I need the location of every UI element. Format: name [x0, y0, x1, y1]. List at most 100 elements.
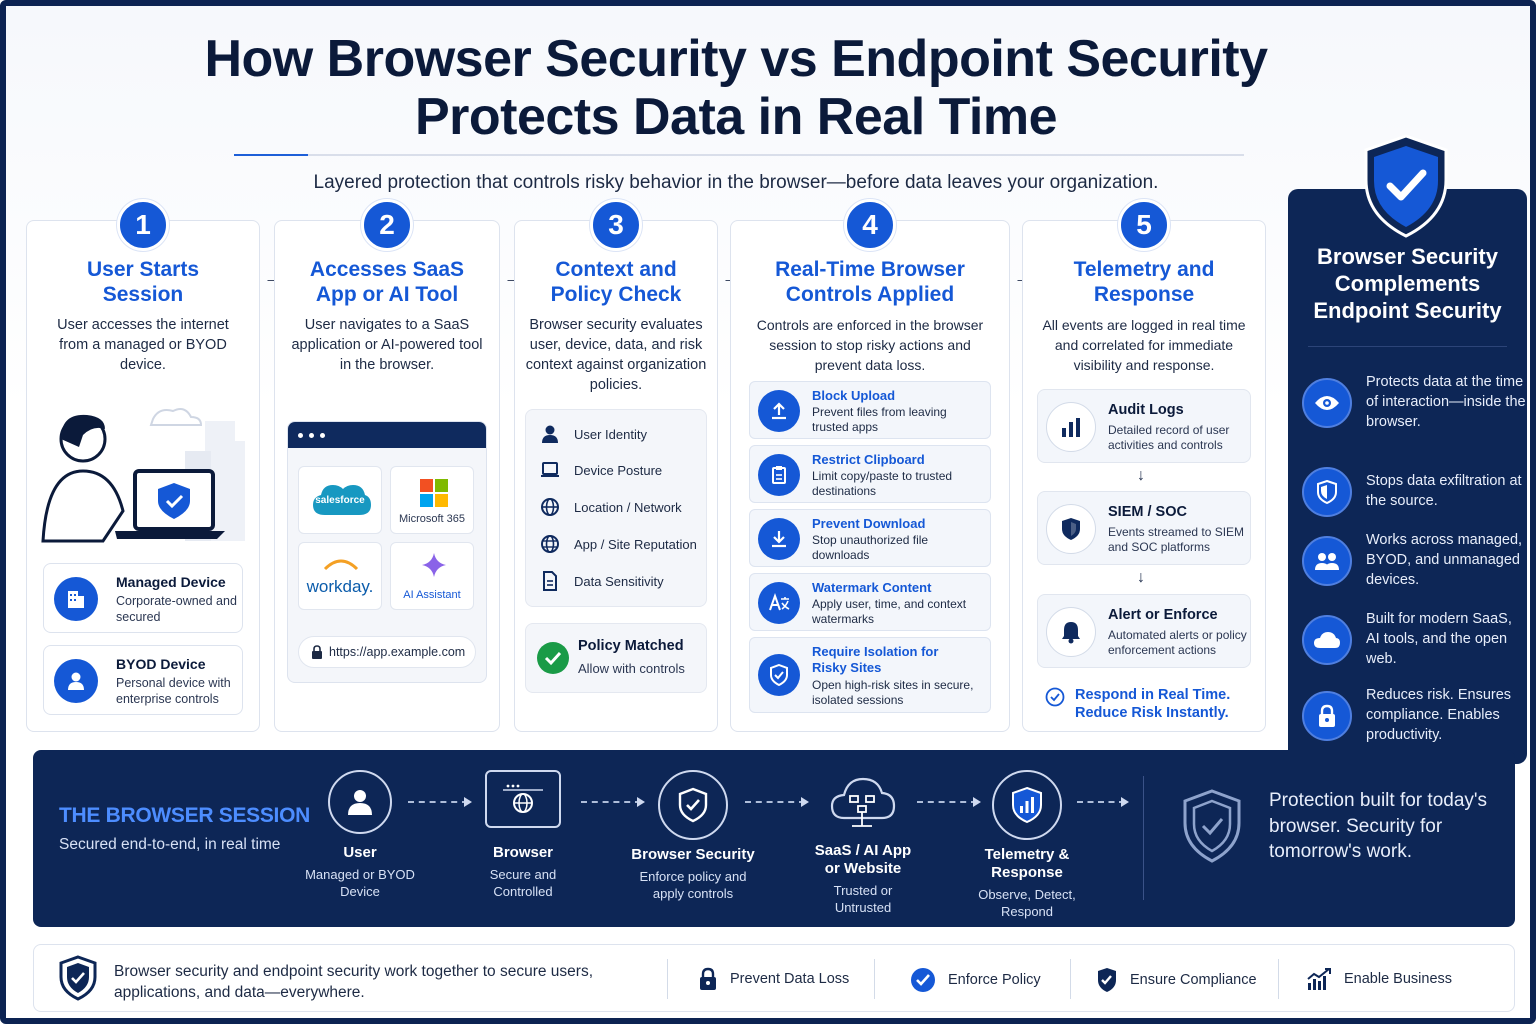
step-number: 2 — [361, 199, 413, 251]
app-tile-microsoft-365[interactable]: Microsoft 365 — [390, 466, 474, 534]
step-description: Controls are enforced in the browser ses… — [756, 317, 984, 373]
step-title-line: Policy Check — [550, 283, 682, 306]
footer-text: Browser security and endpoint security w… — [114, 963, 594, 1001]
panel-item-text: Works across managed, BYOD, and unmanage… — [1366, 532, 1523, 588]
policy-matched-card: Policy Matched Allow with controls — [525, 623, 707, 693]
device-desc: Personal device with enterprise controls — [116, 676, 231, 706]
users-icon — [1302, 536, 1352, 586]
step-3-card: 3 Context and Policy Check Browser secur… — [514, 199, 718, 732]
telemetry-desc: Automated alerts or policy enforcement a… — [1108, 628, 1247, 657]
flow-title: SaaS / AI App or Website — [783, 842, 943, 878]
cloud-app-icon — [823, 770, 903, 834]
control-watermark-content: Watermark Content Apply user, time, and … — [749, 573, 991, 631]
url-bar[interactable]: https://app.example.com — [298, 636, 476, 668]
flow-step-user: User Managed or BYOD Device — [280, 770, 440, 900]
app-label: Microsoft 365 — [398, 513, 466, 525]
flow-arrow — [1077, 797, 1129, 807]
step-title-line: User Starts — [86, 258, 200, 281]
app-tile-salesforce[interactable]: salesforce — [298, 466, 382, 534]
check-label: Device Posture — [574, 462, 663, 478]
arrow-down-icon: ↓ — [1137, 569, 1145, 586]
telemetry-audit-logs: Audit Logs Detailed record of user activ… — [1037, 389, 1251, 463]
check-circle-icon — [1045, 687, 1065, 707]
flow-desc: Secure and Controlled — [489, 867, 557, 899]
cta-line: Respond in Real Time. — [1075, 687, 1231, 703]
check-label: Data Sensitivity — [574, 573, 664, 589]
complements-panel: Browser Security Complements Endpoint Se… — [1288, 189, 1527, 764]
band-title: THE BROWSER SESSION — [59, 804, 310, 827]
app-label: salesforce — [315, 495, 365, 506]
shield-check-icon — [59, 955, 97, 1001]
footer-item-prevent-data-loss: Prevent Data Loss — [698, 967, 849, 991]
flow-title-text: SaaS / AI App or Website — [814, 842, 912, 877]
control-title: Restrict Clipboard — [812, 452, 925, 467]
flow-title: Browser — [492, 844, 554, 861]
step-title: Context and Policy Check — [523, 257, 709, 307]
control-title: Require Isolation for Risky Sites — [812, 644, 939, 675]
control-title: Watermark Content — [812, 580, 932, 595]
control-desc: Apply user, time, and context watermarks — [812, 597, 967, 626]
control-desc: Open high-risk sites in secure, isolated… — [812, 678, 974, 707]
control-title: Block Upload — [812, 388, 896, 403]
clipboard-icon — [758, 454, 800, 496]
arrow-down-icon: ↓ — [1137, 467, 1145, 484]
browser-session-band: THE BROWSER SESSION Secured end-to-end, … — [33, 750, 1515, 927]
footer-item-label: Ensure Compliance — [1130, 972, 1257, 988]
control-require-isolation: Require Isolation for Risky Sites Open h… — [749, 637, 991, 713]
panel-title-line: Endpoint Security — [1313, 298, 1502, 323]
check-location-network: Location / Network — [540, 497, 682, 517]
panel-item: Works across managed, BYOD, and unmanage… — [1302, 530, 1522, 600]
step-title-line: Response — [1093, 283, 1195, 306]
flow-step-browser: Browser Secure and Controlled — [443, 770, 603, 900]
bar-chart-icon — [1046, 402, 1096, 452]
step-4-card: 4 Real-Time Browser Controls Applied Con… — [730, 199, 1010, 732]
control-desc: Prevent files from leaving trusted apps — [812, 405, 947, 434]
telemetry-title: Alert or Enforce — [1108, 607, 1218, 623]
lock-icon — [312, 645, 322, 659]
browser-titlebar — [288, 422, 486, 448]
policy-title: Policy Matched — [578, 638, 684, 654]
title-line-2: Protects Data in Real Time — [414, 88, 1058, 146]
step-title: Accesses SaaS App or AI Tool — [283, 257, 491, 307]
workday-arc-icon — [323, 559, 359, 571]
shield-chart-icon — [992, 770, 1062, 840]
panel-item: Stops data exfiltration at the source. — [1302, 461, 1522, 531]
managed-device-card: Managed Device Corporate-owned and secur… — [43, 563, 243, 633]
telemetry-title: Audit Logs — [1108, 402, 1184, 418]
flow-step-saas-app: SaaS / AI App or Website Trusted or Untr… — [783, 770, 943, 916]
app-label: AI Assistant — [403, 589, 461, 601]
page-title: How Browser Security vs Endpoint Securit… — [96, 30, 1376, 146]
footer-divider — [874, 959, 875, 999]
check-label: User Identity — [574, 426, 647, 442]
watermark-icon — [758, 582, 800, 624]
step-5-card: 5 Telemetry and Response All events are … — [1022, 199, 1266, 732]
byod-device-card: BYOD Device Personal device with enterpr… — [43, 645, 243, 715]
check-device-posture: Device Posture — [540, 460, 662, 480]
shield-check-icon — [758, 654, 800, 696]
flow-title: User — [343, 844, 377, 861]
shield-icon — [1302, 467, 1352, 517]
check-user-identity: User Identity — [540, 424, 647, 444]
control-desc: Limit copy/paste to trusted destinations — [812, 469, 953, 498]
step-title-line: Accesses SaaS — [309, 258, 465, 281]
title-line-1: How Browser Security vs Endpoint Securit… — [204, 30, 1268, 88]
panel-title-line: Browser Security — [1317, 244, 1498, 269]
flow-step-browser-security: Browser Security Enforce policy and appl… — [613, 770, 773, 902]
check-label: App / Site Reputation — [574, 536, 697, 552]
app-tile-workday[interactable]: workday. — [298, 542, 382, 610]
step-title-line: Telemetry and — [1073, 258, 1215, 281]
step-title: User Starts Session — [35, 257, 251, 307]
browser-globe-icon — [485, 770, 561, 828]
band-divider — [1143, 776, 1144, 900]
step-title-line: Controls Applied — [785, 283, 955, 306]
flow-arrow — [745, 797, 809, 807]
band-tagline: Protection built for today's browser. Se… — [1269, 790, 1488, 862]
check-label: Location / Network — [574, 499, 682, 515]
shield-icon — [1046, 504, 1096, 554]
panel-item-text: Protects data at the time of interaction… — [1366, 374, 1526, 430]
step-number: 1 — [117, 199, 169, 251]
app-tile-ai-assistant[interactable]: AI Assistant — [390, 542, 474, 610]
step-title-line: Context and — [555, 258, 677, 281]
eye-icon — [1302, 378, 1352, 428]
shield-check-icon — [1364, 134, 1448, 238]
